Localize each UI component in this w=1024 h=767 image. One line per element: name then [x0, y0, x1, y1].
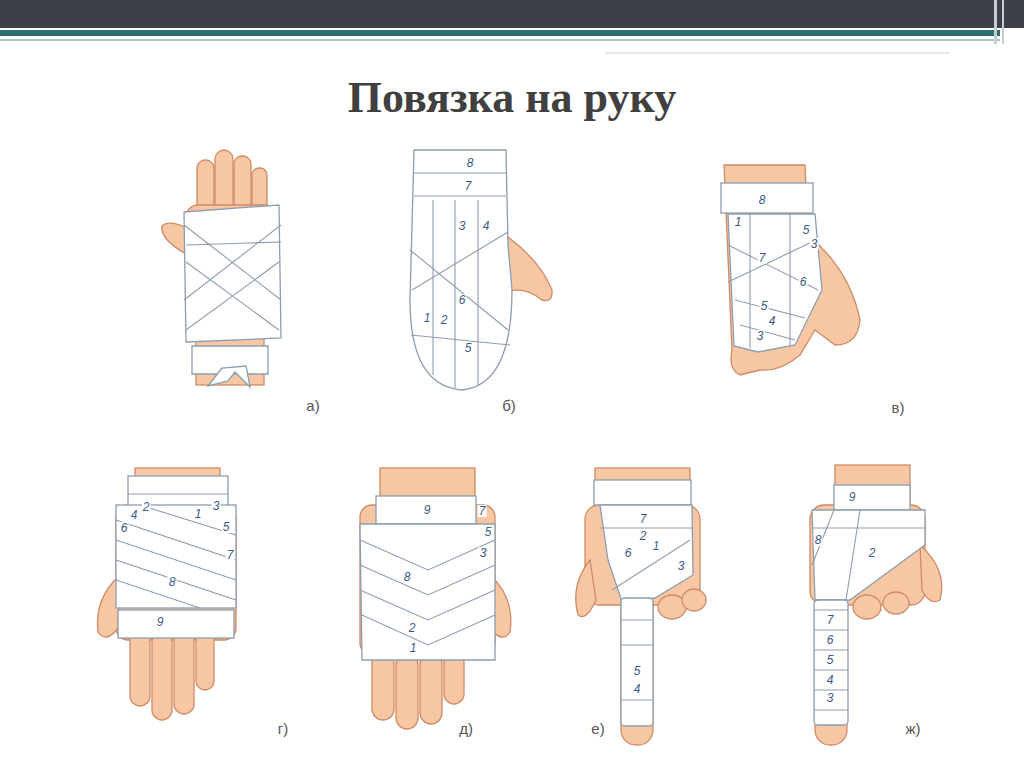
callout-number: 5 — [222, 521, 231, 533]
callout-number: 4 — [482, 220, 491, 232]
callout-number: 1 — [194, 508, 203, 520]
callout-number: 9 — [156, 616, 165, 628]
callout-number: 8 — [814, 534, 823, 546]
callout-number: 1 — [423, 312, 432, 324]
panel-letter: а) — [306, 398, 319, 413]
callout-number: 7 — [639, 513, 648, 525]
callout-number: 1 — [409, 642, 418, 654]
callout-number: 8 — [758, 194, 767, 206]
callout-number: 4 — [633, 683, 642, 695]
callout-number: 5 — [633, 665, 642, 677]
callout-number: 5 — [484, 526, 493, 538]
slide-title: Повязка на руку — [0, 72, 1024, 123]
panel-letter: е) — [591, 721, 604, 736]
callout-number: 7 — [226, 549, 235, 561]
callout-number: 6 — [624, 547, 633, 559]
callout-number: 8 — [403, 571, 412, 583]
callout-number: 5 — [802, 224, 811, 236]
callout-number: 4 — [768, 315, 777, 327]
hand-zh — [810, 465, 942, 745]
hand-a — [162, 150, 281, 387]
callout-number: 7 — [478, 505, 487, 517]
hand-g — [97, 468, 236, 720]
callout-number: 2 — [868, 547, 877, 559]
hand-d — [360, 468, 511, 729]
callout-number: 9 — [848, 491, 857, 503]
callout-number: 4 — [130, 509, 139, 521]
callout-number: 5 — [826, 654, 835, 666]
callout-number: 7 — [464, 180, 473, 192]
callout-number: 2 — [408, 622, 417, 634]
panel-letter: б) — [502, 398, 516, 413]
panel-letter: ж) — [905, 721, 920, 736]
callout-number: 1 — [734, 216, 743, 228]
callout-number: 7 — [826, 614, 835, 626]
callout-number: 3 — [212, 500, 221, 512]
header-bar — [0, 0, 1024, 54]
panel-letter: г) — [278, 721, 288, 736]
callout-number: 2 — [639, 530, 648, 542]
callout-number: 6 — [826, 634, 835, 646]
callout-number: 8 — [168, 576, 177, 588]
callout-number: 6 — [799, 276, 808, 288]
callout-number: 3 — [479, 547, 488, 559]
hand-e — [576, 468, 706, 745]
panel-letter: в) — [892, 400, 905, 415]
callout-number: 3 — [756, 330, 765, 342]
callout-number: 2 — [440, 314, 449, 326]
callout-number: 1 — [652, 540, 661, 552]
panel-letter: д) — [459, 721, 473, 736]
callout-number: 8 — [466, 157, 475, 169]
callout-number: 3 — [677, 560, 686, 572]
callout-number: 7 — [758, 252, 767, 264]
callout-number: 3 — [810, 238, 819, 250]
callout-number: 3 — [826, 692, 835, 704]
callout-number: 5 — [464, 342, 473, 354]
callout-number: 3 — [458, 220, 467, 232]
callout-number: 9 — [423, 504, 432, 516]
callout-number: 6 — [120, 522, 129, 534]
callout-number: 2 — [142, 501, 151, 513]
hand-b — [410, 150, 552, 390]
callout-number: 6 — [458, 294, 467, 306]
callout-number: 5 — [760, 300, 769, 312]
callout-number: 4 — [826, 674, 835, 686]
hand-v — [721, 165, 860, 375]
